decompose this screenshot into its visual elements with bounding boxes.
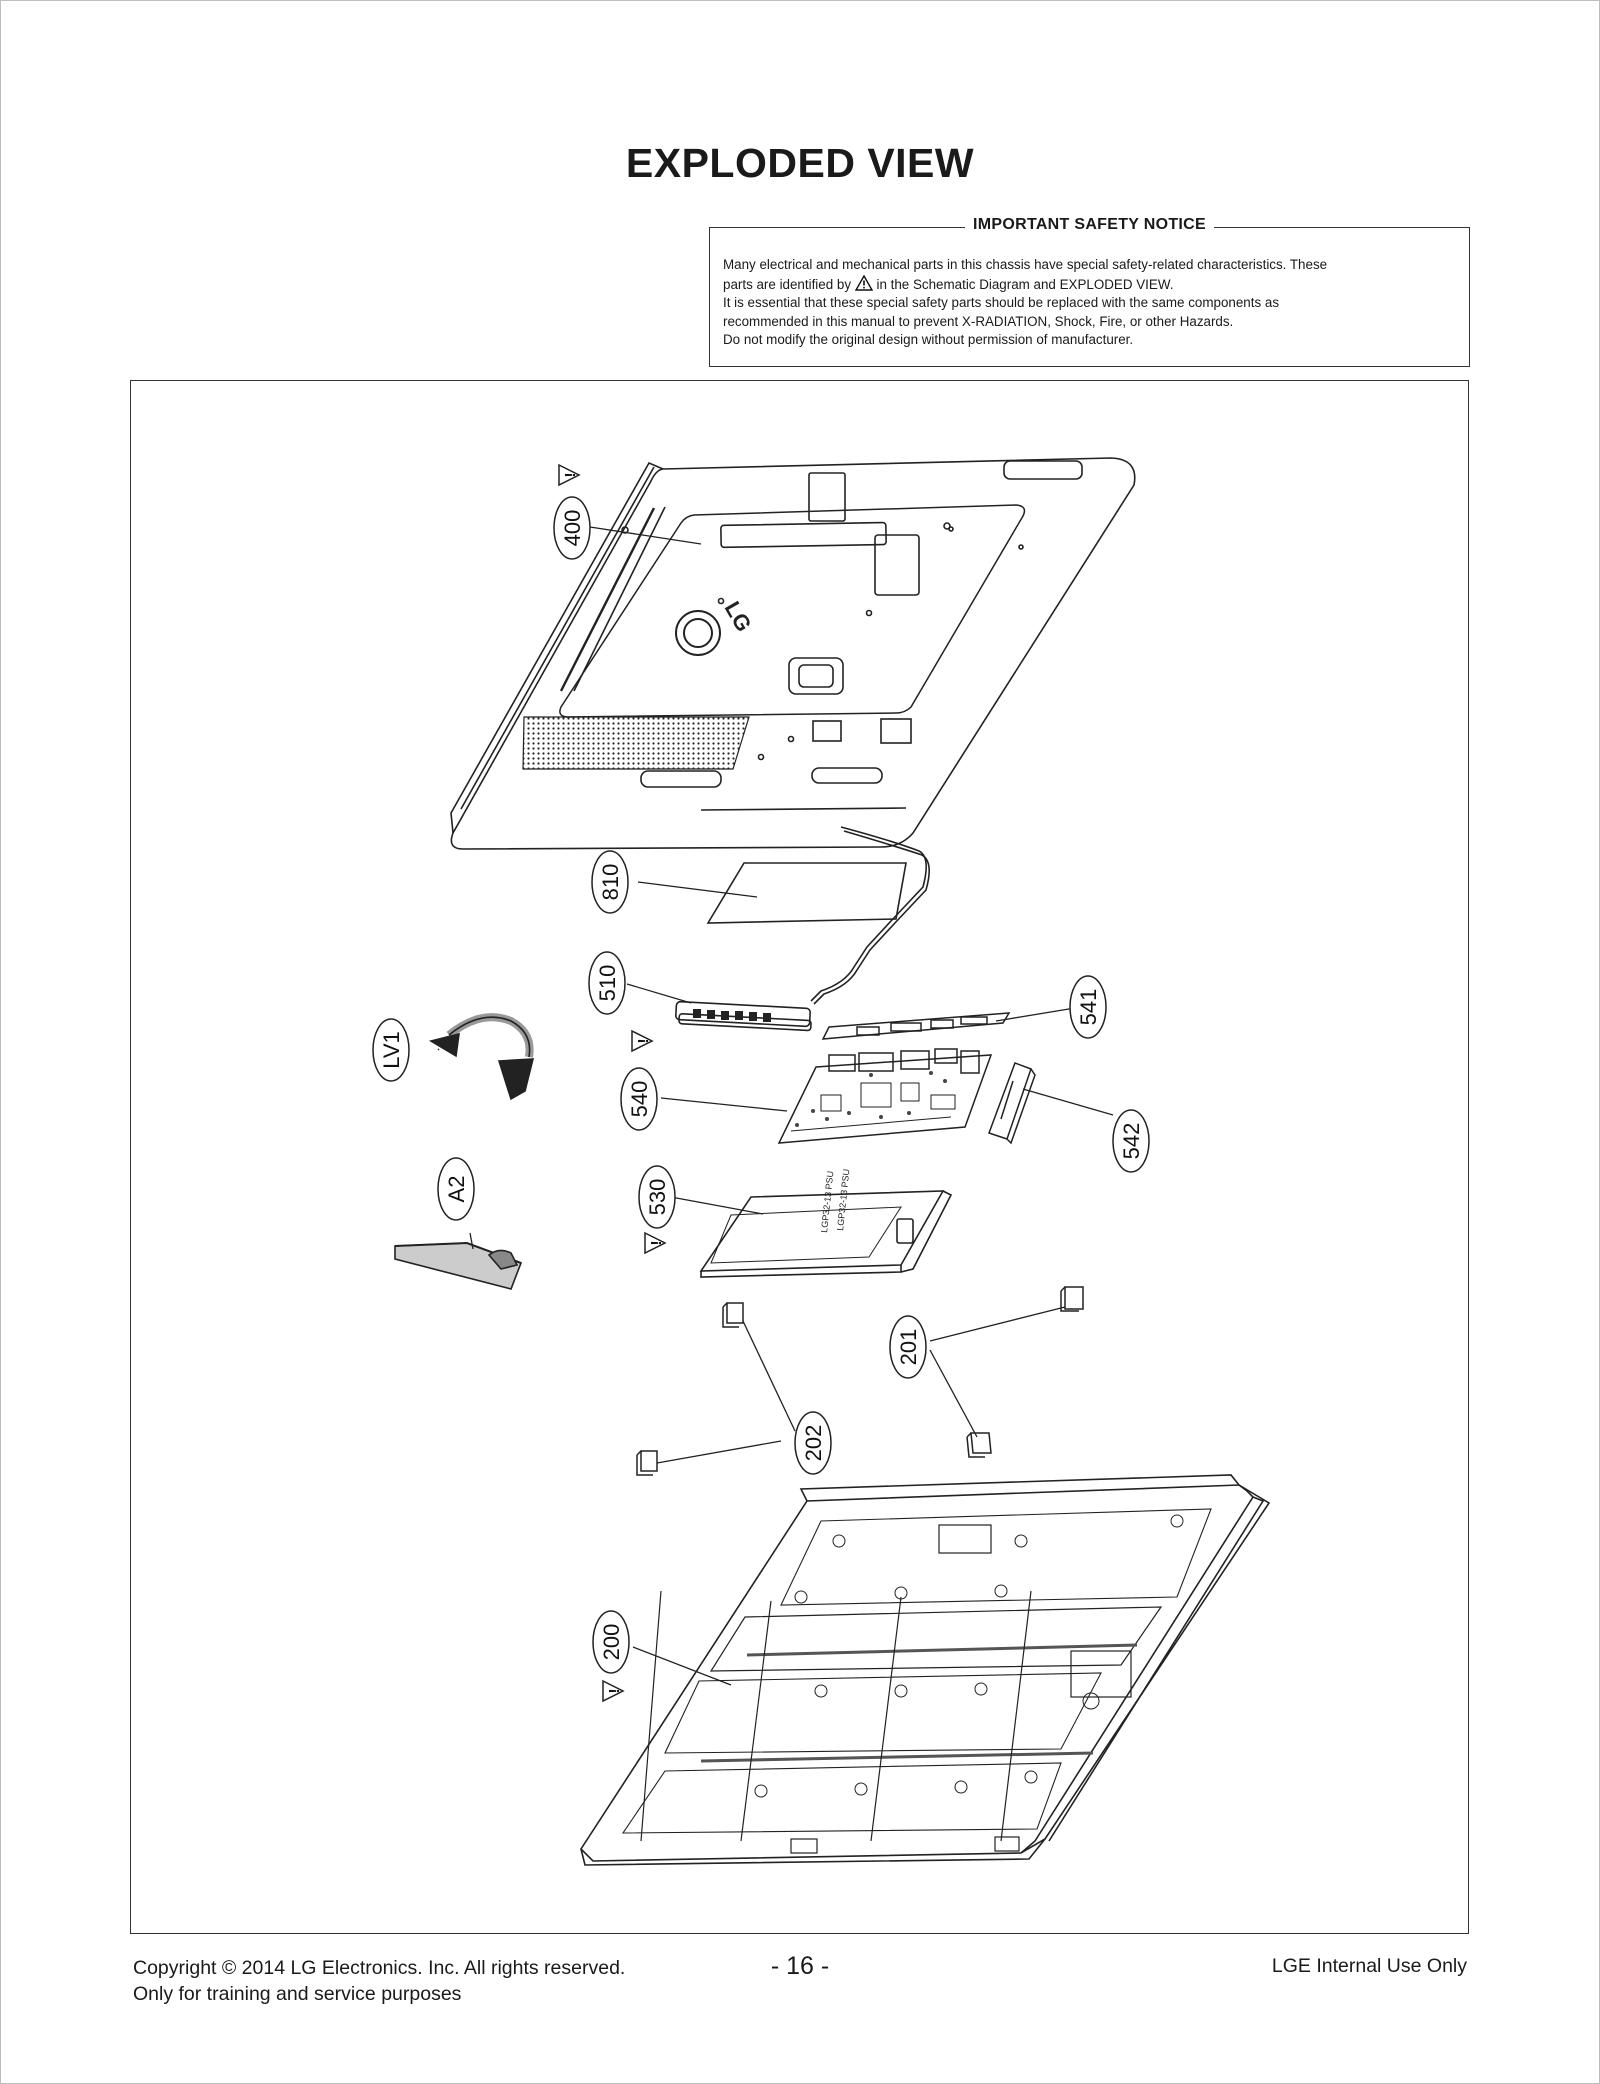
svg-text:LV1: LV1 (379, 1031, 404, 1069)
exploded-view-frame: LG (130, 380, 1469, 1934)
svg-text:530: 530 (645, 1179, 670, 1216)
svg-text:!: ! (635, 1039, 652, 1044)
warning-triangle-icon: ! (558, 463, 581, 487)
svg-text:810: 810 (598, 864, 623, 901)
safety-notice-heading: IMPORTANT SAFETY NOTICE (965, 216, 1214, 233)
page-title: EXPLODED VIEW (625, 140, 975, 186)
internal-use-text: LGE Internal Use Only (1271, 1955, 1467, 1977)
part-label-200: 200 (592, 1610, 630, 1674)
part-label-a2: A2 (437, 1157, 475, 1221)
part-label-201: 201 (889, 1315, 927, 1379)
svg-text:542: 542 (1119, 1123, 1144, 1160)
io-bracket-part (821, 1012, 1011, 1040)
bracket-parts (636, 1286, 1084, 1476)
svg-text:202: 202 (801, 1425, 826, 1462)
rear-frame-part (579, 1474, 1271, 1866)
notice-line-5: Do not modify the original design withou… (723, 332, 1134, 347)
part-label-540: 540 (620, 1067, 658, 1131)
notice-line-2: parts are identified by in the Schematic… (723, 274, 1174, 292)
svg-text:!: ! (606, 1689, 623, 1694)
warning-triangle-icon: ! (631, 1029, 654, 1053)
notice-line-3: It is essential that these special safet… (723, 295, 1280, 310)
svg-text:!: ! (648, 1241, 665, 1246)
part-label-510: 510 (588, 951, 626, 1015)
lvds-cable-part (428, 1013, 535, 1101)
svg-text:510: 510 (595, 965, 620, 1002)
leader-lines (437, 526, 1114, 1686)
sub-board-part (988, 1062, 1036, 1145)
stand-part (394, 1241, 523, 1290)
svg-text:A2: A2 (444, 1176, 469, 1203)
notice-line-4: recommended in this manual to prevent X-… (723, 313, 1234, 329)
page-number: - 16 - (770, 1952, 830, 1980)
safety-notice-box: IMPORTANT SAFETY NOTICE Many electrical … (709, 216, 1470, 367)
part-label-810: 810 (591, 850, 629, 914)
svg-text:540: 540 (627, 1081, 652, 1118)
part-label-541: 541 (1069, 975, 1107, 1039)
svg-text:!: ! (562, 473, 579, 478)
exploded-view-diagram: LG (372, 457, 1271, 1866)
svg-text:200: 200 (599, 1624, 624, 1661)
part-label-530: 530 (638, 1165, 676, 1229)
copyright-text: Copyright © 2014 LG Electronics. Inc. Al… (133, 1957, 626, 1979)
safety-notice-body: Many electrical and mechanical parts in … (723, 256, 1456, 350)
warning-triangle-icon (854, 274, 873, 291)
cable-sheet-part (706, 826, 930, 1005)
key-board-part (675, 1000, 812, 1032)
footer-copyright-block: Copyright © 2014 LG Electronics. Inc. Al… (133, 1955, 625, 2007)
warning-triangle-icon: ! (602, 1679, 625, 1703)
svg-text:541: 541 (1076, 989, 1101, 1026)
main-board-part (777, 1048, 993, 1144)
part-label-542: 542 (1112, 1109, 1150, 1173)
back-cover-part: LG (450, 457, 1136, 850)
purpose-text: Only for training and service purposes (133, 1983, 462, 2005)
power-board-part: LGP32-13 PSU LGP32-13 PSU (699, 1168, 953, 1278)
part-label-lv1: LV1 (372, 1018, 410, 1082)
warning-triangle-icon: ! (644, 1231, 667, 1255)
part-label-202: 202 (794, 1411, 832, 1475)
part-label-400: 400 (553, 496, 591, 560)
svg-text:400: 400 (560, 510, 585, 547)
svg-text:201: 201 (896, 1329, 921, 1366)
notice-line-1: Many electrical and mechanical parts in … (723, 257, 1328, 272)
